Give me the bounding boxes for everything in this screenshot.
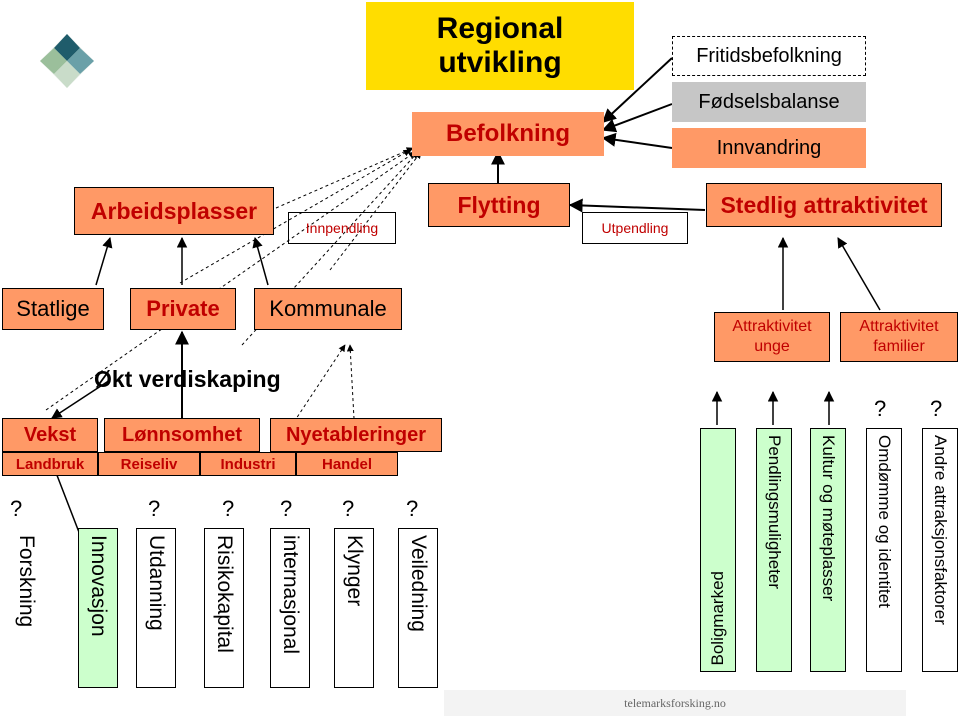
risikokapital-label: Risikokapital bbox=[213, 535, 236, 653]
innvandring-box: Innvandring bbox=[672, 128, 866, 168]
question-mark-3: ? bbox=[222, 496, 235, 521]
question-mark-5: ? bbox=[342, 496, 355, 521]
andre-attraksjonsfaktorer-column: Andre attraksjonsfaktorer bbox=[922, 428, 958, 672]
landbruk-box: Landbruk bbox=[2, 452, 98, 476]
okt-verdiskaping-label: Økt verdiskaping bbox=[94, 366, 281, 392]
statlige-box: Statlige bbox=[2, 288, 104, 330]
stedlig-attraktivitet-box: Stedlig attraktivitet bbox=[706, 183, 942, 227]
forskning-column: Forskning bbox=[6, 528, 46, 688]
question-mark-4: ? bbox=[280, 496, 293, 521]
question-mark-7: ? bbox=[874, 396, 887, 421]
kultur-label: Kultur og møteplasser bbox=[819, 435, 838, 602]
pendlingsmuligheter-column: Pendlingsmuligheter bbox=[756, 428, 792, 672]
question-mark-1: ? bbox=[10, 496, 23, 521]
klynger-column: Klynger bbox=[334, 528, 374, 688]
befolkning-box: Befolkning bbox=[412, 112, 604, 156]
boligmarked-column: Boligmarked bbox=[700, 428, 736, 672]
arbeidsplasser-box: Arbeidsplasser bbox=[74, 187, 274, 235]
omdomme-label: Omdømme og identitet bbox=[875, 435, 894, 608]
innovasjon-label: Innovasjon bbox=[87, 535, 110, 637]
lonnsomhet-box: Lønnsomhet bbox=[104, 418, 260, 452]
risikokapital-column: Risikokapital bbox=[204, 528, 244, 688]
veiledning-column: Veiledning bbox=[398, 528, 438, 688]
kommunale-box: Kommunale bbox=[254, 288, 402, 330]
utdanning-label: Utdanning bbox=[145, 535, 168, 631]
klynger-label: Klynger bbox=[343, 535, 366, 607]
question-mark-8: ? bbox=[930, 396, 943, 421]
question-mark-2: ? bbox=[148, 496, 161, 521]
handel-box: Handel bbox=[296, 452, 398, 476]
fodselsbalanse-box: Fødselsbalanse bbox=[672, 82, 866, 122]
reiseliv-box: Reiseliv bbox=[98, 452, 200, 476]
private-box: Private bbox=[130, 288, 236, 330]
internasjonal-column: internasjonal bbox=[270, 528, 310, 688]
utdanning-column: Utdanning bbox=[136, 528, 176, 688]
logo-icon bbox=[40, 34, 94, 88]
forskning-label: Forskning bbox=[15, 535, 38, 628]
arrow-fodsel-befolkning bbox=[601, 103, 673, 133]
nyetableringer-box: Nyetableringer bbox=[270, 418, 442, 452]
utpendling-box: Utpendling bbox=[582, 212, 688, 244]
innpendling-box: Innpendling bbox=[288, 212, 396, 244]
arrow-stedlig-flytting bbox=[568, 198, 706, 213]
page-title: Regional utvikling bbox=[366, 2, 634, 90]
flytting-box: Flytting bbox=[428, 183, 570, 227]
veiledning-label: Veiledning bbox=[407, 535, 430, 632]
arrow-innvandring-befolkning bbox=[601, 132, 673, 149]
omdomme-column: Omdømme og identitet bbox=[866, 428, 902, 672]
attraktivitet-unge-box: Attraktivitet unge bbox=[714, 312, 830, 362]
kultur-column: Kultur og møteplasser bbox=[810, 428, 846, 672]
andre-attraksjonsfaktorer-label: Andre attraksjonsfaktorer bbox=[931, 435, 950, 625]
industri-box: Industri bbox=[200, 452, 296, 476]
pendlingsmuligheter-label: Pendlingsmuligheter bbox=[765, 435, 784, 590]
boligmarked-label: Boligmarked bbox=[708, 570, 727, 666]
innovasjon-column: Innovasjon bbox=[78, 528, 118, 688]
arrow-fritid-befolkning bbox=[601, 57, 673, 123]
attraktivitet-familier-box: Attraktivitet familier bbox=[840, 312, 958, 362]
internasjonal-label: internasjonal bbox=[279, 535, 302, 655]
footer-source: telemarksforsking.no bbox=[444, 690, 906, 716]
vekst-box: Vekst bbox=[2, 418, 98, 452]
fritidsbefolkning-box: Fritidsbefolkning bbox=[672, 36, 866, 76]
question-mark-6: ? bbox=[406, 496, 419, 521]
